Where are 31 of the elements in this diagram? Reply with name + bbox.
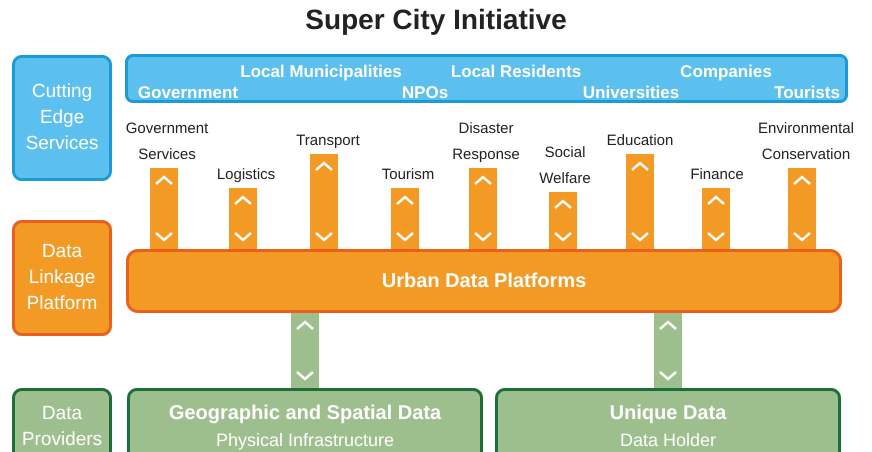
stakeholder-label: Companies	[680, 62, 772, 82]
double-chevron-connector	[310, 154, 338, 249]
double-chevron-connector	[654, 313, 682, 388]
layer-label-box: Data Providers	[12, 388, 112, 452]
diagram-title: Super City Initiative	[304, 4, 568, 36]
layer-label-box: Cutting Edge Services	[12, 55, 112, 181]
double-chevron-connector	[391, 188, 419, 249]
service-label: Transport	[283, 128, 373, 154]
data-provider-box	[127, 388, 483, 452]
stakeholder-label: Local Residents	[450, 62, 582, 82]
data-provider-box	[495, 388, 841, 452]
double-chevron-connector	[150, 168, 178, 249]
stakeholder-label: Universities	[582, 83, 680, 103]
box-subtitle: Physical Infrastructure	[214, 429, 396, 452]
double-chevron-connector	[626, 154, 654, 249]
stakeholder-label: Tourists	[774, 83, 840, 103]
double-chevron-connector	[549, 192, 577, 249]
stakeholder-label: NPOs	[402, 83, 448, 103]
layer-label-box: Data Linkage Platform	[12, 220, 112, 336]
stakeholder-label: Government	[138, 83, 238, 103]
double-chevron-connector	[702, 188, 730, 249]
stakeholder-label: Local Municipalities	[240, 62, 402, 82]
double-chevron-connector	[229, 188, 257, 249]
box-heading: Geographic and Spatial Data	[168, 401, 442, 426]
stakeholder-panel	[125, 54, 848, 103]
platform-bar: Urban Data Platforms	[126, 249, 842, 313]
double-chevron-connector	[469, 168, 497, 249]
double-chevron-connector	[788, 168, 816, 249]
double-chevron-connector	[291, 313, 319, 388]
box-heading: Unique Data	[608, 401, 728, 426]
box-subtitle: Data Holder	[618, 429, 718, 452]
